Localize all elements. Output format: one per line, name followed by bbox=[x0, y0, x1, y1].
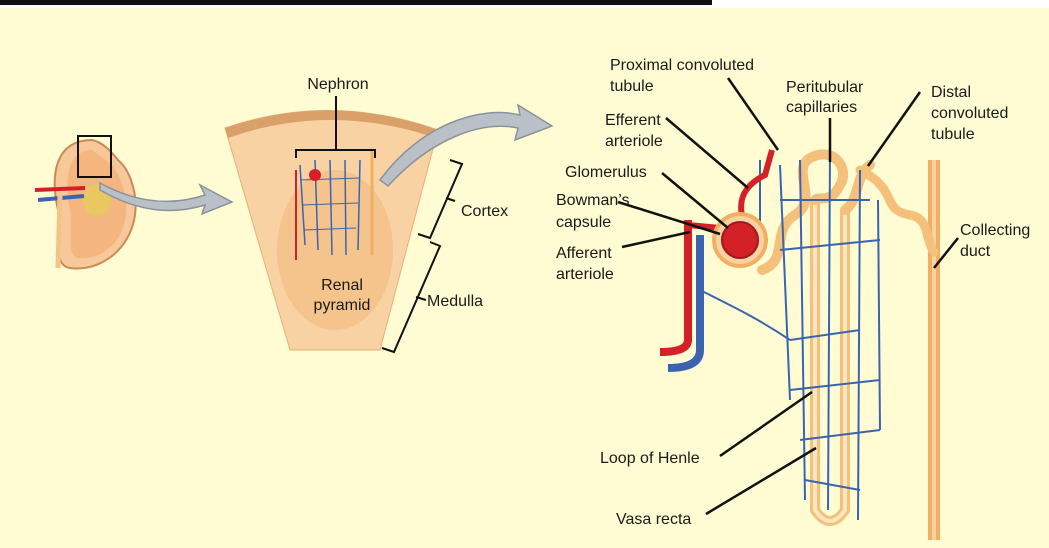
label-collecting-1: Collecting bbox=[960, 222, 1030, 239]
label-nephron: Nephron bbox=[307, 76, 368, 93]
label-peritubular-1: Peritubular bbox=[786, 79, 864, 96]
label-distal-1: Distal bbox=[931, 84, 971, 101]
label-efferent-1: Efferent bbox=[605, 112, 661, 129]
label-medulla: Medulla bbox=[427, 293, 483, 310]
label-distal-3: tubule bbox=[931, 126, 975, 143]
label-efferent-2: arteriole bbox=[605, 133, 663, 150]
background-panel bbox=[0, 8, 1049, 548]
label-bowmans-2: capsule bbox=[556, 214, 611, 231]
label-renal-pyramid-1: Renal bbox=[321, 277, 363, 294]
label-afferent-1: Afferent bbox=[556, 245, 612, 262]
label-distal-2: convoluted bbox=[931, 105, 1008, 122]
label-proximal-2: tubule bbox=[610, 78, 654, 95]
label-proximal-1: Proximal convoluted bbox=[610, 57, 754, 74]
label-peritubular-2: capillaries bbox=[786, 99, 857, 116]
top-strip bbox=[0, 0, 712, 5]
label-vasa-recta: Vasa recta bbox=[616, 511, 691, 528]
label-glomerulus: Glomerulus bbox=[565, 164, 647, 181]
label-loop-of-henle: Loop of Henle bbox=[600, 450, 700, 467]
label-afferent-2: arteriole bbox=[556, 266, 614, 283]
label-bowmans-1: Bowman’s bbox=[556, 192, 630, 209]
label-renal-pyramid-2: pyramid bbox=[314, 297, 371, 314]
label-cortex: Cortex bbox=[461, 203, 508, 220]
label-collecting-2: duct bbox=[960, 243, 991, 260]
